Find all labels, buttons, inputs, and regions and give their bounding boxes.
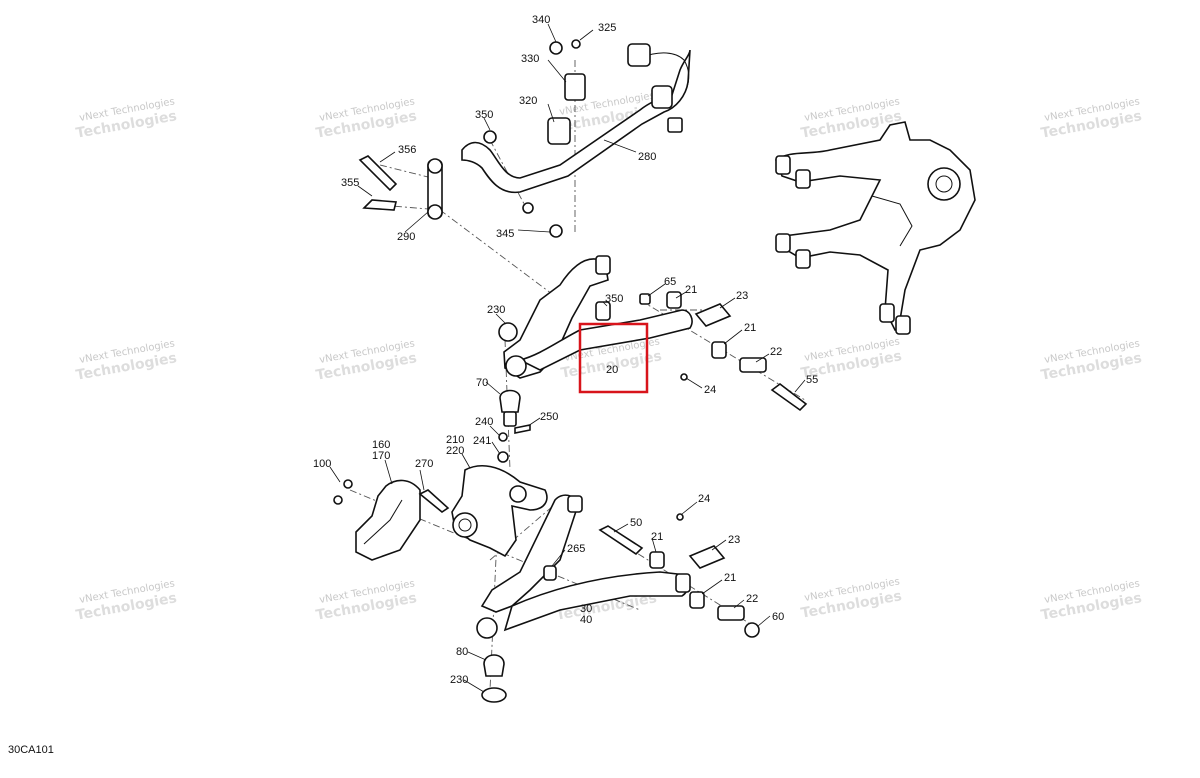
lower-ball-joint — [481, 654, 507, 703]
highlight-box — [578, 322, 649, 394]
knuckle-assembly — [333, 464, 548, 561]
part-label-100[interactable]: 100 — [313, 458, 331, 470]
part-label-22[interactable]: 22 — [746, 593, 758, 605]
part-label-230[interactable]: 230 — [450, 674, 468, 686]
bolt-356 — [358, 155, 398, 192]
sway-bar — [461, 49, 691, 194]
part-label-355[interactable]: 355 — [341, 177, 359, 189]
part-label-350[interactable]: 350 — [605, 293, 623, 305]
part-label-280[interactable]: 280 — [638, 151, 656, 163]
lower-bushing-hardware — [598, 513, 760, 638]
ring-230a — [498, 322, 518, 342]
bolt-270 — [418, 489, 450, 513]
part-label-340[interactable]: 340 — [532, 14, 550, 26]
part-label-40[interactable]: 40 — [580, 614, 592, 626]
part-label-23[interactable]: 23 — [736, 290, 748, 302]
part-labels: 340 325 330 320 350 280 356 355 290 345 … — [313, 14, 818, 686]
part-label-250[interactable]: 250 — [540, 411, 558, 423]
shield-160-170 — [355, 479, 421, 561]
diagram-reference-code: 30CA101 — [8, 744, 54, 756]
watermark-layer: vNext Technologies Technologies vNext Te… — [75, 90, 1143, 623]
nut-350a — [483, 130, 497, 144]
part-label-60[interactable]: 60 — [772, 611, 784, 623]
part-label-220[interactable]: 220 — [446, 445, 464, 457]
part-label-30[interactable]: 30 — [580, 603, 592, 615]
part-label-23[interactable]: 23 — [728, 534, 740, 546]
end-link-bushing — [651, 85, 673, 109]
part-label-270[interactable]: 270 — [415, 458, 433, 470]
part-label-210[interactable]: 210 — [446, 434, 464, 446]
part-label-350[interactable]: 350 — [475, 109, 493, 121]
part-label-55[interactable]: 55 — [806, 374, 818, 386]
part-label-356[interactable]: 356 — [398, 144, 416, 156]
part-label-240[interactable]: 240 — [475, 416, 493, 428]
part-label-65[interactable]: 65 — [664, 276, 676, 288]
end-link-nut — [667, 117, 683, 133]
part-label-70[interactable]: 70 — [476, 377, 488, 389]
part-label-160[interactable]: 160 — [372, 439, 390, 451]
upper-ball-joint — [497, 389, 531, 463]
part-label-21[interactable]: 21 — [744, 322, 756, 334]
part-label-290[interactable]: 290 — [397, 231, 415, 243]
part-label-22[interactable]: 22 — [770, 346, 782, 358]
part-label-241[interactable]: 241 — [473, 435, 491, 447]
screw-100a — [343, 479, 353, 489]
nut-345a — [522, 202, 534, 214]
part-label-20[interactable]: 20 — [606, 364, 618, 376]
screw-100b — [333, 495, 343, 505]
part-label-170[interactable]: 170 — [372, 450, 390, 462]
part-label-265[interactable]: 265 — [567, 543, 585, 555]
part-label-50[interactable]: 50 — [630, 517, 642, 529]
lower-a-arm — [476, 494, 691, 639]
part-label-24[interactable]: 24 — [698, 493, 710, 505]
part-label-21[interactable]: 21 — [724, 572, 736, 584]
bracket-330 — [564, 73, 586, 101]
part-label-230[interactable]: 230 — [487, 304, 505, 316]
upper-a-arm — [498, 255, 693, 379]
bolt-355 — [362, 199, 398, 211]
part-label-80[interactable]: 80 — [456, 646, 468, 658]
assembled-suspension-view — [775, 121, 976, 335]
nut-345b — [549, 224, 563, 238]
bolt-325 — [571, 39, 581, 49]
part-label-320[interactable]: 320 — [519, 95, 537, 107]
upper-bushing-hardware — [639, 291, 808, 412]
part-label-21[interactable]: 21 — [685, 284, 697, 296]
anti-roll-bar-assembly — [358, 39, 691, 238]
part-label-325[interactable]: 325 — [598, 22, 616, 34]
bushing-320 — [547, 117, 571, 145]
end-link-top — [627, 43, 651, 67]
part-label-21[interactable]: 21 — [651, 531, 663, 543]
part-label-345[interactable]: 345 — [496, 228, 514, 240]
part-label-330[interactable]: 330 — [521, 53, 539, 65]
bolt-340 — [549, 41, 563, 55]
part-label-24[interactable]: 24 — [704, 384, 716, 396]
leader-lines — [329, 23, 806, 693]
